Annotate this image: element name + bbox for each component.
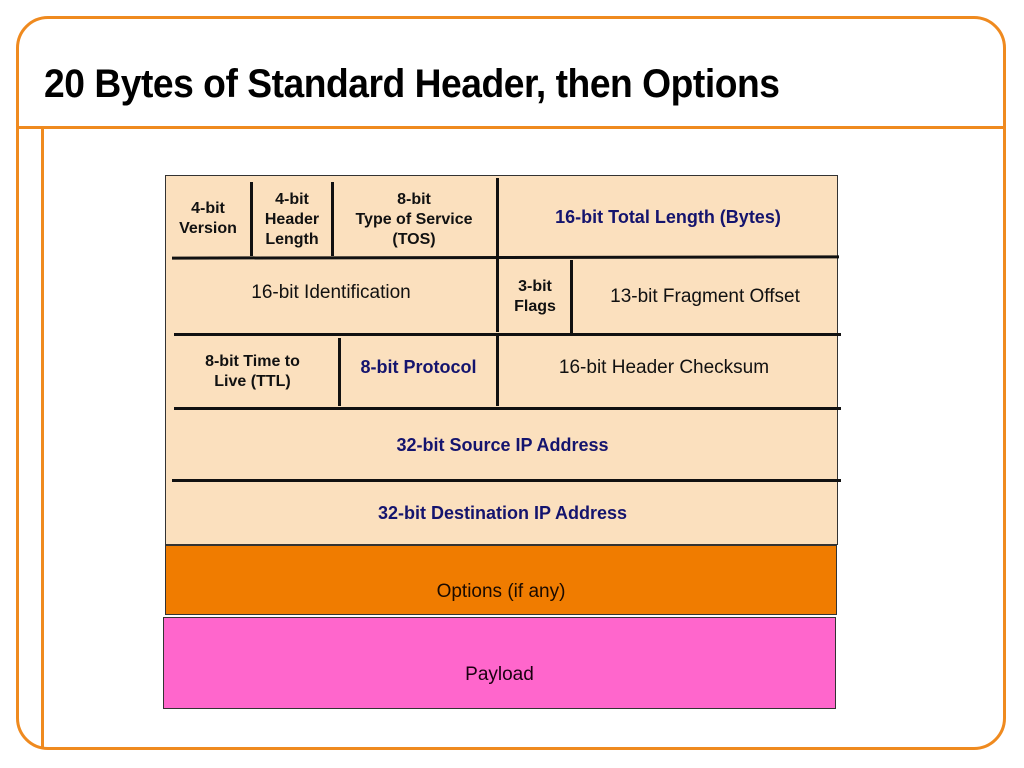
title-divider bbox=[16, 126, 1006, 129]
payload-block: Payload bbox=[163, 617, 836, 709]
options-block: Options (if any) bbox=[165, 545, 837, 615]
field-header-checksum: 16-bit Header Checksum bbox=[558, 357, 770, 379]
row-divider bbox=[172, 479, 841, 482]
field-time-to-live: 8-bit Time to Live (TTL) bbox=[205, 353, 300, 390]
payload-label: Payload bbox=[465, 664, 534, 685]
row-divider bbox=[174, 333, 841, 336]
ipv4-header-diagram: 4-bit Version 4-bit Header Length 8-bit … bbox=[165, 175, 841, 545]
row-divider bbox=[174, 407, 841, 410]
field-identification: 16-bit Identification bbox=[251, 282, 411, 304]
field-version: 4-bit Version bbox=[179, 200, 237, 237]
divider bbox=[250, 182, 253, 256]
side-accent-line bbox=[41, 128, 44, 749]
field-fragment-offset: 13-bit Fragment Offset bbox=[610, 286, 800, 308]
field-source-ip: 32-bit Source IP Address bbox=[396, 434, 609, 455]
field-protocol: 8-bit Protocol bbox=[360, 356, 477, 377]
options-label: Options (if any) bbox=[436, 581, 566, 602]
field-type-of-service: 8-bit Type of Service (TOS) bbox=[355, 191, 473, 248]
divider bbox=[338, 338, 341, 406]
divider bbox=[570, 260, 573, 334]
divider bbox=[331, 182, 334, 256]
divider bbox=[496, 178, 499, 332]
field-header-length: 4-bit Header Length bbox=[264, 191, 320, 248]
field-flags: 3-bit Flags bbox=[514, 278, 556, 315]
field-destination-ip: 32-bit Destination IP Address bbox=[377, 502, 628, 523]
divider bbox=[496, 336, 499, 406]
slide-frame bbox=[16, 16, 1006, 750]
field-total-length: 16-bit Total Length (Bytes) bbox=[555, 206, 781, 227]
slide-title: 20 Bytes of Standard Header, then Option… bbox=[44, 62, 780, 106]
